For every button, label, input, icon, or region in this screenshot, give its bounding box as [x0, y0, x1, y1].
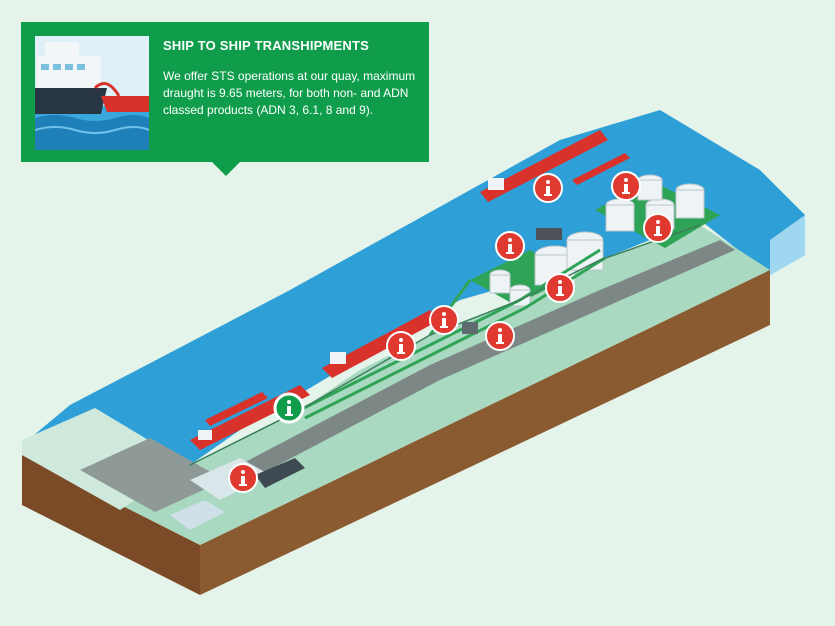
info-icon [654, 220, 662, 236]
water-side [770, 215, 805, 275]
parking-lot [80, 438, 225, 512]
hotspot-upper-tanks[interactable] [611, 171, 641, 201]
quay-road [230, 240, 735, 485]
info-icon [622, 178, 630, 194]
hotspot-sts-berth[interactable] [273, 392, 305, 424]
popup-title: SHIP TO SHIP TRANSHIPMENTS [163, 38, 370, 53]
info-icon [285, 400, 293, 416]
ship-to-ship-image [35, 36, 149, 150]
info-popup: SHIP TO SHIP TRANSHIPMENTS We offer STS … [21, 22, 429, 162]
info-icon [506, 238, 514, 254]
popup-description: We offer STS operations at our quay, max… [163, 69, 416, 117]
soil-right [200, 270, 770, 595]
hotspot-jetty-center[interactable] [386, 331, 416, 361]
hotspot-tank-farm-west[interactable] [533, 173, 563, 203]
info-icon [440, 312, 448, 328]
soil-front [22, 455, 200, 595]
info-icon [556, 280, 564, 296]
hotspot-pump-house[interactable] [485, 321, 515, 351]
popup-pointer [212, 162, 240, 176]
info-icon [397, 338, 405, 354]
hotspot-jetty-east[interactable] [429, 305, 459, 335]
hotspot-upper-tanks-south[interactable] [643, 213, 673, 243]
sts-thumbnail [35, 36, 149, 150]
hotspot-tank-farm-large[interactable] [545, 273, 575, 303]
hotspot-tank-farm-small[interactable] [495, 231, 525, 261]
info-icon [544, 180, 552, 196]
hotspot-office[interactable] [228, 463, 258, 493]
tanker-ships [190, 130, 630, 450]
info-icon [239, 470, 247, 486]
info-icon [496, 328, 504, 344]
